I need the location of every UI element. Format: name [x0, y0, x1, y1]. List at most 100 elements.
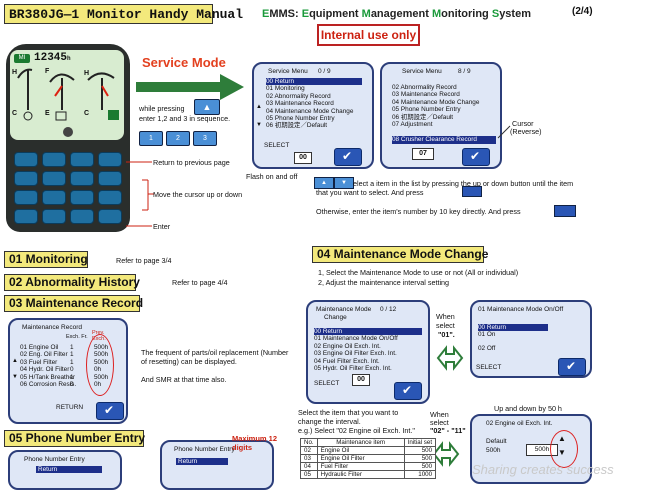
- watermark: Sharing creates success: [472, 462, 614, 477]
- keypad-key-2-0-icon[interactable]: [14, 190, 38, 205]
- table-cell: 02: [300, 446, 318, 455]
- keypad-key-0-2-icon[interactable]: [70, 152, 94, 167]
- mr-note2: of resetting) can be displayed.: [141, 357, 237, 366]
- menu1-item-5[interactable]: 05 Phone Number Entry: [266, 115, 335, 123]
- mr-cell: 1: [70, 344, 74, 351]
- mr-cell: 1: [70, 351, 74, 359]
- onoff-item-1[interactable]: 01 On: [478, 331, 496, 339]
- menu1-item-3[interactable]: 03 Maintenance Record: [266, 100, 334, 108]
- key-1-icon[interactable]: 1: [139, 131, 163, 146]
- menu2-item-2[interactable]: 04 Maintenance Mode Change: [392, 98, 480, 106]
- mr-return-label: RETURN: [56, 404, 84, 411]
- menu1-enter-button[interactable]: [334, 148, 362, 166]
- keypad-key-1-0-icon[interactable]: [14, 171, 38, 186]
- mmc-item-1[interactable]: 01 Maintenance Mode On/Off: [314, 335, 398, 343]
- keypad-key-1-1-icon[interactable]: [42, 171, 66, 186]
- when3: "01".: [438, 330, 455, 339]
- menu2-item-0[interactable]: 02 Abnormality Record: [392, 84, 457, 91]
- menu2-item-4[interactable]: 06 初期設定／Default: [392, 113, 454, 121]
- gauge-panel: [17, 68, 119, 137]
- keypad-key-1-2-icon[interactable]: [70, 171, 94, 186]
- menu1-item-1[interactable]: 01 Monitoring: [266, 85, 305, 93]
- section-05-header: 05 Phone Number Entry: [4, 430, 145, 447]
- eng-default-label: Default: [486, 438, 507, 445]
- th-initial: Initial set: [403, 438, 437, 447]
- oil-icon: [23, 111, 33, 121]
- mmc-item-0[interactable]: 00 Return: [314, 328, 422, 336]
- onoff-screen: 01 Maintenance Mode On/Off 00 Return 01 …: [470, 300, 592, 378]
- keypad-key-3-0-icon[interactable]: [14, 209, 38, 224]
- keypad-key-0-0-icon[interactable]: [14, 152, 38, 167]
- mmc-item-4[interactable]: 04 Fuel Filter Exch. Int.: [314, 357, 380, 365]
- onoff-list: 00 Return 01 On 02 Off: [478, 324, 548, 352]
- menu2-item-6[interactable]: 08 Crusher Clearance Record: [392, 136, 496, 144]
- onoff-item-0[interactable]: 00 Return: [478, 324, 548, 332]
- mr-enter-button[interactable]: [96, 402, 124, 420]
- move-cursor-label: Move the cursor up or down: [153, 190, 243, 199]
- mmc-item-3[interactable]: 03 Engine Oil Filter Exch. Int.: [314, 350, 397, 358]
- down-button-icon[interactable]: ▼: [334, 177, 354, 189]
- eng-up-arrow-icon[interactable]: ▲: [558, 434, 566, 443]
- phone1-return[interactable]: Return: [36, 466, 102, 474]
- mmc-title2: Change: [324, 314, 347, 321]
- gauge-label-f: F: [45, 68, 50, 75]
- phone-screen-2: Phone Number Entry Return: [160, 440, 274, 490]
- up-button-icon[interactable]: ▲: [314, 177, 334, 189]
- fuel-icon: [55, 111, 67, 121]
- hour-meter-value: 12345: [34, 52, 68, 64]
- mr-cell: 1: [70, 358, 74, 366]
- keypad-key-0-1-icon[interactable]: [42, 152, 66, 167]
- keypad-key-3-1-icon[interactable]: [42, 209, 66, 224]
- maint-record-screen: Maintenance Record Exch. Fr. Prev. Exch.…: [8, 318, 128, 424]
- keypad-key-2-1-icon[interactable]: [42, 190, 66, 205]
- enter-key-icon-2[interactable]: [554, 205, 576, 217]
- keypad-key-0-3-icon[interactable]: [98, 152, 122, 167]
- mmc-title: Maintenance Mode: [316, 306, 372, 313]
- menu2-item-1[interactable]: 03 Maintenance Record: [392, 91, 460, 99]
- emms-q2: anagement: [370, 8, 432, 20]
- onoff-item-2[interactable]: 02 Off: [478, 344, 496, 352]
- menu2-item-5[interactable]: 07 Adjustment: [392, 121, 433, 129]
- keypad-key-2-3-icon[interactable]: [98, 190, 122, 205]
- menu2-count: 8 / 9: [458, 68, 471, 75]
- phone2-title: Phone Number Entry: [174, 446, 235, 453]
- phone2-return[interactable]: Return: [176, 458, 228, 466]
- onoff-title: 01 Maintenance Mode On/Off: [478, 306, 564, 313]
- mmc-enter-button[interactable]: [394, 382, 422, 400]
- mmc-item-5[interactable]: 05 Hydr. Oil Filter Exch. Int.: [314, 365, 392, 373]
- keypad-key-1-3-icon[interactable]: [98, 171, 122, 186]
- table-cell: Engine Oil: [316, 446, 405, 455]
- menu1-item-2[interactable]: 02 Abnormality Record: [266, 92, 331, 100]
- when5: select: [430, 418, 449, 427]
- menu1-item-0[interactable]: 00 Return: [266, 78, 362, 86]
- up-key-icon[interactable]: ▲: [194, 99, 220, 115]
- enter-key-icon-1[interactable]: [462, 186, 482, 197]
- menu1-item-4[interactable]: 04 Maintenance Mode Change: [266, 107, 354, 115]
- emms-M2: M: [431, 8, 442, 20]
- mr-note1: The frequent of parts/oil replacement (N…: [141, 348, 289, 357]
- mode-badge: MI: [14, 54, 30, 63]
- key-3-icon[interactable]: 3: [193, 131, 217, 146]
- mmc-item-2[interactable]: 02 Engine Oil Exch. Int.: [314, 342, 381, 350]
- return-prev-label: Return to previous page: [153, 158, 230, 167]
- emms-E2: E: [301, 8, 310, 20]
- menu1-item-6[interactable]: 06 初期設定／Default: [266, 122, 328, 130]
- hydraulic-icon: [108, 110, 119, 120]
- gauge-arc-right: [87, 72, 115, 81]
- max-digits-1: Maximum 12: [232, 434, 278, 443]
- eng-down-arrow-icon[interactable]: ▼: [558, 448, 566, 457]
- keypad-key-3-3-icon[interactable]: [98, 209, 122, 224]
- emms-title: EMMS: Equipment Management Monitoring Sy…: [262, 8, 531, 20]
- highlight-oval: [86, 334, 114, 396]
- select-line1: elect a item in the list by pressing the…: [353, 179, 574, 188]
- menu1-list: 00 Return 01 Monitoring 02 Abnormality R…: [266, 78, 362, 130]
- cursor-sub-label: (Reverse): [510, 127, 542, 136]
- keypad-key-2-2-icon[interactable]: [70, 190, 94, 205]
- section-01-header: 01 Monitoring: [4, 251, 88, 268]
- key-2-icon[interactable]: 2: [166, 131, 190, 146]
- menu2-item-3[interactable]: 05 Phone Number Entry: [392, 106, 461, 114]
- menu2-enter-button[interactable]: [462, 148, 490, 166]
- keypad-key-3-2-icon[interactable]: [70, 209, 94, 224]
- onoff-enter-button[interactable]: [558, 358, 586, 376]
- table-cell: 500: [403, 446, 437, 455]
